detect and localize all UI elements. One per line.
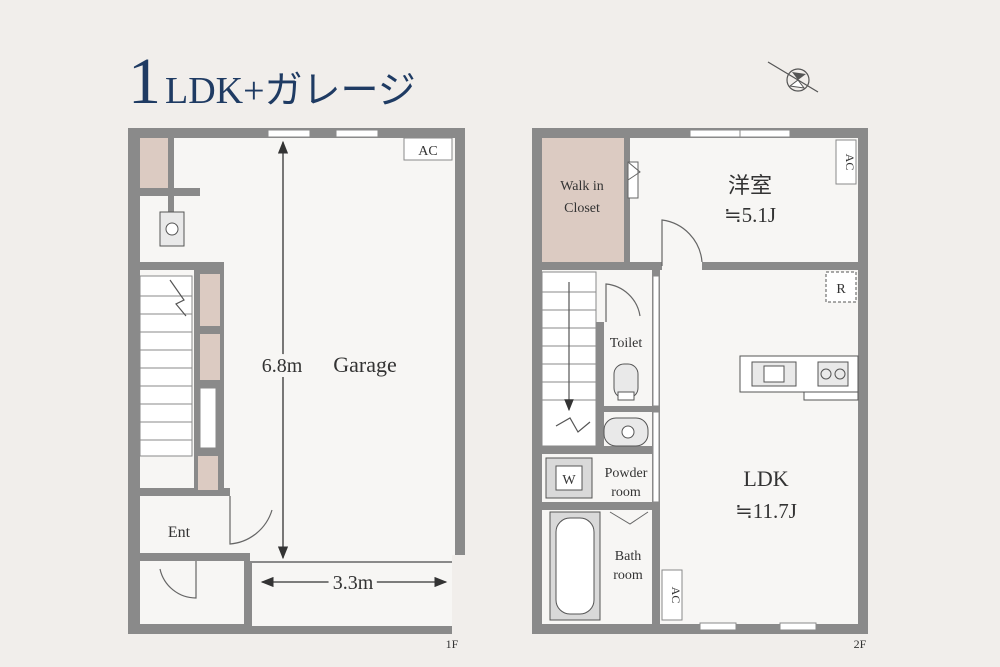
garage-opening — [252, 562, 465, 626]
staircase — [139, 275, 193, 457]
stove-icon — [817, 361, 849, 387]
window — [335, 129, 379, 138]
floor-2-plan: Walk in Closet 洋室 ≒5.1J AC R — [532, 128, 868, 651]
room-bath-2: room — [613, 568, 643, 583]
sink-bowl — [165, 222, 179, 236]
room-entrance: Ent — [168, 524, 191, 541]
title-layout: LDK+ガレージ — [165, 70, 416, 112]
ac-unit — [835, 139, 857, 185]
fridge-icon — [825, 271, 857, 303]
washer-label: W — [562, 473, 576, 488]
walkin-label-1: Walk in — [560, 179, 604, 194]
fridge-label: R — [836, 282, 846, 297]
floor-1-label: 1F — [446, 637, 459, 651]
door-swing — [159, 561, 197, 599]
sliding-door — [652, 411, 660, 503]
room-powder-1: Powder — [605, 466, 648, 481]
wall — [140, 262, 224, 270]
room-toilet: Toilet — [610, 336, 643, 351]
window — [689, 129, 741, 138]
window — [699, 622, 737, 631]
window — [779, 622, 817, 631]
window — [739, 129, 791, 138]
floor-1-plan: AC 6.8m 3.3m Garage Ent 1F — [128, 128, 465, 651]
compass-icon — [767, 61, 819, 93]
staircase — [541, 271, 597, 447]
dimension-depth: 6.8m — [262, 355, 303, 377]
ac-ldk-label: AC — [669, 587, 683, 604]
shelf — [199, 387, 217, 449]
ac-unit — [661, 569, 683, 621]
sliding-door — [652, 275, 660, 407]
bedroom-size: ≒5.1J — [724, 203, 776, 227]
wall — [624, 138, 630, 262]
wall — [596, 406, 652, 412]
kitchen-counter — [803, 391, 859, 401]
wall — [542, 446, 652, 454]
ldk-size: ≒11.7J — [735, 499, 797, 523]
ac-unit — [403, 137, 453, 161]
storage-closet — [198, 456, 218, 490]
floor-2-label: 2F — [854, 637, 867, 651]
room-bath-1: Bath — [615, 549, 641, 564]
ac-label: AC — [418, 144, 437, 159]
room-garage: Garage — [333, 352, 397, 377]
wall — [140, 188, 200, 196]
room-bedroom: 洋室 — [728, 173, 772, 198]
walk-in-closet — [542, 138, 624, 262]
wall — [140, 488, 230, 496]
door-opening — [662, 262, 702, 270]
room-powder-2: room — [611, 485, 641, 500]
storage-closet — [140, 138, 168, 188]
room-ldk: LDK — [743, 466, 788, 491]
ac-bedroom-label: AC — [843, 154, 857, 171]
door-swing — [661, 219, 703, 266]
wall — [542, 502, 652, 510]
garage-gate — [452, 555, 465, 634]
wall — [596, 322, 604, 446]
closet-door — [627, 161, 639, 199]
walkin-label-2: Closet — [564, 201, 600, 216]
storage-closet — [200, 334, 220, 380]
door-swing — [605, 283, 641, 322]
dimension-width: 3.3m — [333, 572, 374, 594]
wall — [168, 138, 174, 228]
wall — [140, 553, 250, 561]
door-swing — [229, 496, 273, 545]
title-number: 1 — [128, 45, 161, 118]
window — [267, 129, 311, 138]
wall — [244, 561, 252, 624]
folding-door — [609, 511, 649, 525]
storage-closet — [200, 274, 220, 326]
